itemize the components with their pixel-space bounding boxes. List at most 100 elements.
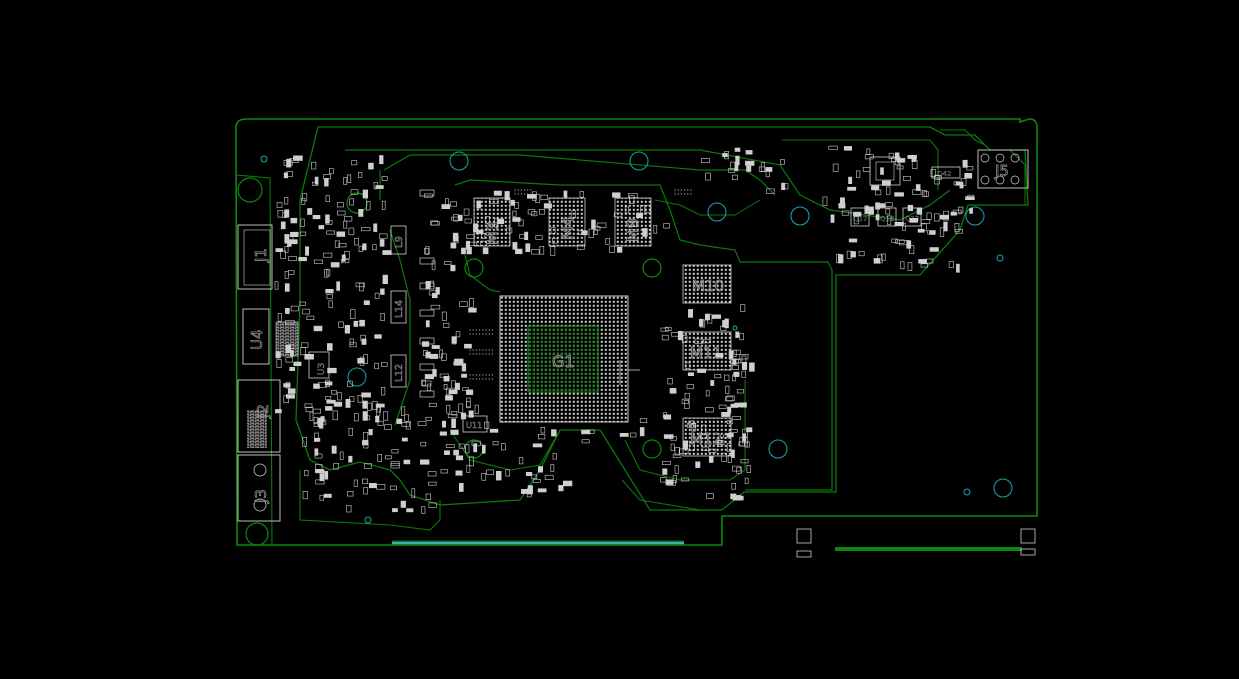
smd-part [445, 443, 455, 448]
smd-part [362, 189, 368, 199]
smd-part [357, 358, 365, 364]
smd-part [871, 185, 880, 191]
smd-part [562, 480, 573, 487]
smd-part [707, 314, 713, 324]
smd-part [285, 320, 295, 325]
smd-part [315, 469, 325, 474]
smd-part [847, 186, 857, 191]
smd-part [906, 240, 912, 249]
connector-j2[interactable]: J2 [237, 379, 281, 453]
smd-part [473, 223, 479, 233]
smd-part [907, 262, 913, 271]
smd-part [305, 406, 314, 413]
smd-part [284, 197, 289, 205]
smd-part [419, 337, 435, 345]
via-dot [517, 193, 519, 195]
smd-part [377, 454, 382, 462]
smd-part [286, 171, 293, 177]
smd-part [450, 201, 457, 207]
via-dot [482, 378, 484, 380]
smd-part [688, 309, 694, 318]
gpu-g1[interactable]: G1 [499, 295, 640, 423]
smd-part [311, 161, 317, 170]
smd-part [966, 166, 974, 171]
smd-part [443, 375, 450, 382]
via-dot [674, 189, 676, 191]
smd-part [469, 298, 474, 308]
smd-part [411, 488, 416, 498]
smd-part [888, 152, 894, 159]
smd-part [359, 356, 365, 366]
smd-part [318, 225, 325, 230]
smd-part [891, 238, 899, 243]
smd-part [708, 448, 717, 453]
smd-part [915, 184, 921, 191]
via-dot [485, 353, 487, 355]
smd-part [969, 208, 973, 214]
via-dot [683, 189, 686, 191]
smd-part [302, 491, 308, 500]
smd-part [460, 412, 467, 420]
via-dot [687, 193, 689, 195]
smd-part [462, 387, 469, 391]
smd-part [766, 188, 775, 194]
smd-part [324, 471, 329, 480]
smd-part [353, 413, 359, 422]
transistor-q17[interactable]: Q17 [850, 207, 870, 227]
connector-j1[interactable]: J1 [237, 224, 273, 290]
via-dot [482, 329, 484, 331]
smd-part [735, 331, 740, 338]
smd-part [444, 198, 449, 206]
smd-part [543, 203, 552, 209]
smd-part [730, 493, 737, 500]
ic-u4[interactable]: U4 [242, 308, 299, 365]
inductor-l14[interactable]: L14 [390, 290, 407, 324]
smd-part [454, 382, 460, 390]
ic-u11[interactable]: U11 [462, 415, 488, 433]
smd-part [630, 221, 638, 227]
smd-part [461, 373, 467, 378]
smd-part [328, 168, 334, 175]
smd-part [578, 230, 588, 235]
memory-m4[interactable]: M4 [548, 197, 586, 247]
smd-part [726, 443, 732, 452]
smd-part [894, 157, 900, 166]
transistor-q42[interactable]: Q42 [931, 166, 961, 179]
via-dot [475, 378, 478, 380]
smd-part [689, 442, 695, 451]
smd-part [903, 176, 911, 181]
smd-part [347, 380, 353, 388]
via-dot [472, 333, 474, 335]
memory-m11-label: M11 [690, 344, 722, 362]
inductor-l12[interactable]: L12 [390, 354, 407, 388]
smd-part [280, 250, 287, 259]
connector-j3[interactable]: J3 [237, 454, 281, 522]
smd-part [843, 146, 853, 151]
smd-part [337, 392, 342, 401]
smd-part [348, 227, 355, 236]
via-dot [674, 193, 676, 195]
memory-m10[interactable]: M10 [682, 264, 732, 304]
smd-part [537, 488, 547, 493]
smd-part [280, 221, 286, 230]
smd-part [780, 159, 785, 165]
smd-part [421, 506, 426, 514]
connector-j5[interactable]: J5 [977, 149, 1029, 189]
smd-part [419, 459, 430, 465]
smd-part [558, 484, 564, 492]
smd-part [953, 181, 960, 186]
ic-u3[interactable]: U3 [308, 351, 330, 379]
smd-part [348, 455, 353, 463]
smd-part [734, 147, 741, 152]
smd-part [571, 210, 576, 219]
smd-part [885, 186, 891, 195]
smd-part [526, 194, 537, 199]
smd-part [850, 251, 856, 258]
smd-part [722, 153, 728, 158]
smd-part [579, 191, 584, 198]
memory-m11[interactable]: M11 [682, 331, 732, 371]
inductor-l9[interactable]: L9 [390, 225, 407, 255]
smd-part [714, 374, 722, 379]
via-dot [482, 353, 484, 355]
